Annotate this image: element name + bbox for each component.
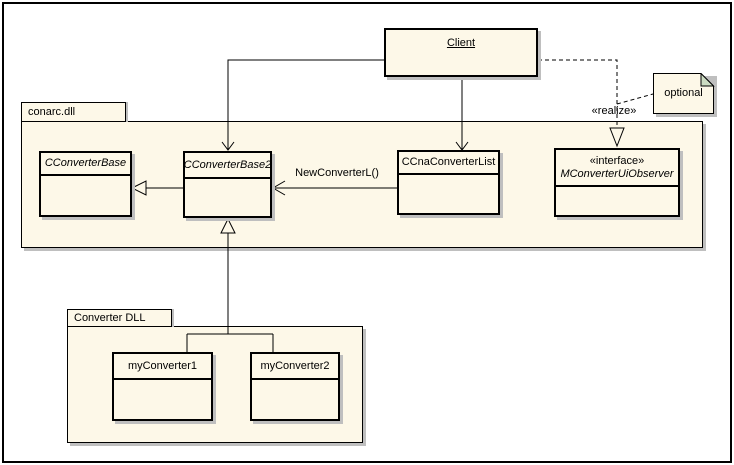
class-attribute-compartment bbox=[185, 179, 270, 216]
note-body bbox=[653, 73, 714, 114]
stereotype-label: «interface» bbox=[589, 154, 645, 167]
package-label: Converter DLL bbox=[74, 312, 146, 324]
stereotype-label-realize: «realize» bbox=[591, 105, 637, 117]
class-name-compartment: myConverter2 bbox=[252, 354, 338, 380]
class-name-compartment: CConverterBase bbox=[41, 153, 130, 176]
class-cconverterbase2: CConverterBase2 bbox=[183, 151, 272, 218]
class-name: CConverterBase2 bbox=[183, 158, 272, 171]
class-name-compartment: CConverterBase2 bbox=[183, 153, 272, 179]
class-name: CConverterBase bbox=[44, 157, 127, 169]
class-myconverter2: myConverter2 bbox=[250, 352, 340, 421]
class-name: myConverter2 bbox=[260, 359, 330, 372]
class-name-compartment: CCnaConverterList bbox=[399, 152, 498, 175]
class-attribute-compartment bbox=[399, 175, 498, 213]
class-name: myConverter1 bbox=[127, 359, 198, 372]
class-cconverterbase: CConverterBase bbox=[39, 151, 132, 217]
note-shape bbox=[653, 72, 717, 117]
class-name-compartment: myConverter1 bbox=[114, 354, 211, 380]
association-label-newconverterl: NewConverterL() bbox=[295, 167, 379, 179]
class-name: MConverterUiObserver bbox=[560, 167, 674, 180]
package-tab-conarc-dll: conarc.dll bbox=[21, 102, 126, 122]
class-myconverter1: myConverter1 bbox=[112, 352, 213, 421]
class-attribute-compartment bbox=[556, 187, 678, 215]
class-name: CCnaConverterList bbox=[401, 156, 496, 168]
object-client: Client bbox=[384, 28, 538, 77]
class-attribute-compartment bbox=[41, 176, 130, 215]
note-fold-corner bbox=[700, 72, 715, 87]
class-name-compartment: «interface» MConverterUiObserver bbox=[556, 150, 678, 187]
note-optional: optional bbox=[653, 72, 719, 119]
object-name: Client bbox=[446, 37, 476, 49]
class-ccnaconverterlist: CCnaConverterList bbox=[397, 150, 500, 215]
note-label: optional bbox=[664, 87, 703, 99]
class-attribute-compartment bbox=[252, 380, 338, 419]
package-tab-converter-dll: Converter DLL bbox=[67, 309, 172, 327]
package-label: conarc.dll bbox=[28, 106, 76, 118]
interface-mconverteruiobserver: «interface» MConverterUiObserver bbox=[554, 148, 680, 217]
class-attribute-compartment bbox=[114, 380, 211, 419]
